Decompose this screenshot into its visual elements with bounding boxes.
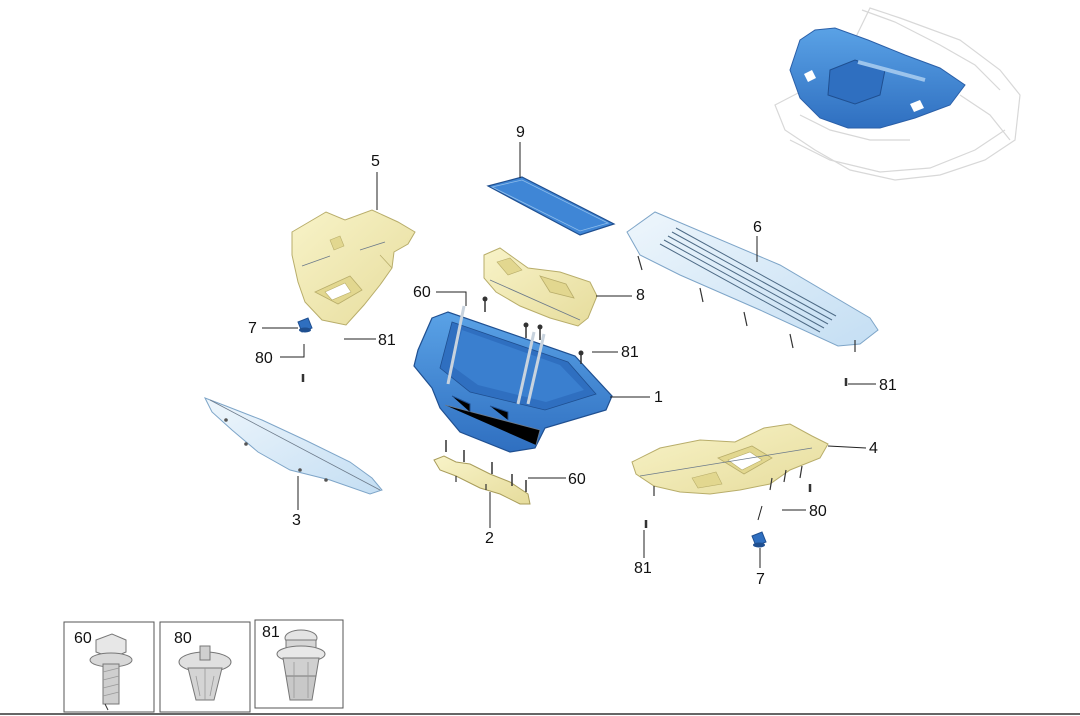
fastener-7-left[interactable] xyxy=(297,317,313,333)
label-part-81-left: 81 xyxy=(378,332,396,349)
label-part-2: 2 xyxy=(485,530,494,547)
clip-icon xyxy=(276,629,326,701)
part-2-bracket[interactable] xyxy=(433,440,531,505)
label-part-80-left: 80 xyxy=(255,350,273,367)
label-part-5: 5 xyxy=(371,153,380,170)
legend-box-60[interactable]: 60 xyxy=(63,621,155,713)
legend-label-81: 81 xyxy=(262,624,280,641)
label-part-1: 1 xyxy=(654,389,663,406)
part-9-mat[interactable] xyxy=(486,176,616,236)
label-part-4: 4 xyxy=(869,440,878,457)
label-part-60-bracket: 60 xyxy=(568,471,586,488)
label-part-7-right: 7 xyxy=(756,571,765,588)
label-part-81-bottom: 81 xyxy=(634,560,652,577)
label-part-7-left: 7 xyxy=(248,320,257,337)
part-8-insert[interactable] xyxy=(483,247,598,327)
label-part-6: 6 xyxy=(753,219,762,236)
vehicle-overview-inset xyxy=(774,7,1021,181)
legend-label-60: 60 xyxy=(74,630,92,647)
part-1-storage-tray[interactable] xyxy=(413,296,613,453)
legend-box-80[interactable]: 80 xyxy=(159,621,251,713)
label-part-80-right: 80 xyxy=(809,503,827,520)
label-part-8: 8 xyxy=(636,287,645,304)
bolt-icon xyxy=(89,633,133,711)
legend-label-80: 80 xyxy=(174,630,192,647)
legend-box-81[interactable]: 81 xyxy=(254,619,344,709)
label-part-60-tray: 60 xyxy=(413,284,431,301)
part-5-left-trim-panel[interactable] xyxy=(291,209,416,326)
label-part-81-tray: 81 xyxy=(621,344,639,361)
part-6-cowl-panel[interactable] xyxy=(626,211,879,352)
label-part-3: 3 xyxy=(292,512,301,529)
leader-lines xyxy=(262,142,876,568)
part-4-right-trim-panel[interactable] xyxy=(631,423,829,496)
part-6-grille xyxy=(659,227,837,333)
part-3-lower-panel[interactable] xyxy=(203,397,383,495)
fastener-7-right[interactable] xyxy=(751,531,767,548)
push-rivet-icon xyxy=(178,645,232,701)
label-part-9: 9 xyxy=(516,124,525,141)
label-part-81-panel: 81 xyxy=(879,377,897,394)
